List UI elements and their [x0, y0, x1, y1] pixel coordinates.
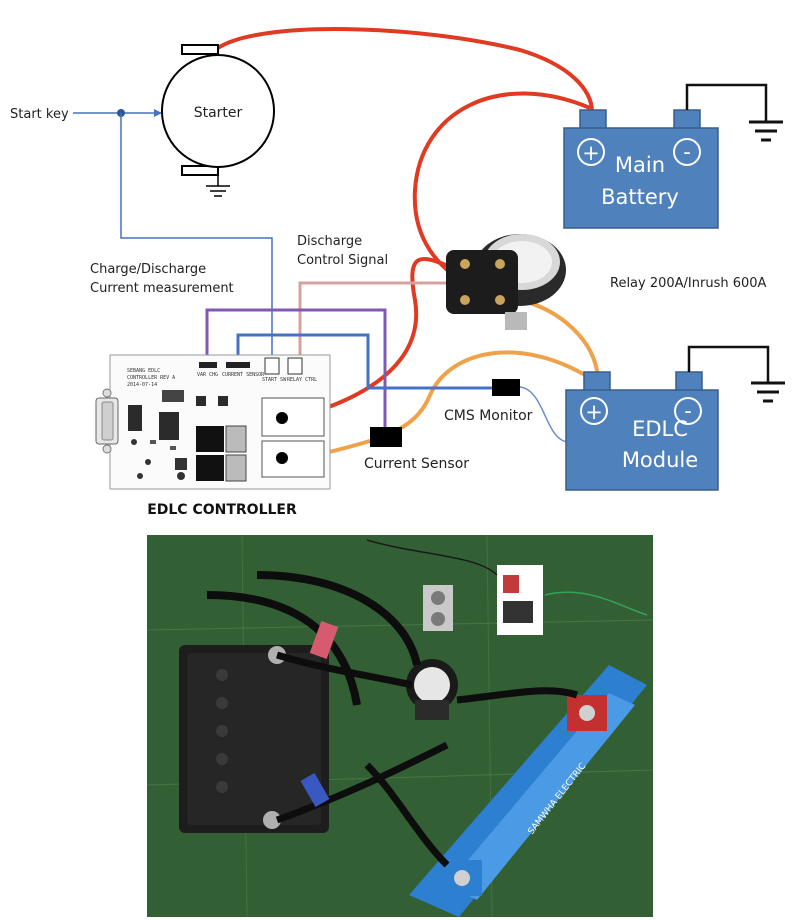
start-key-label: Start key [10, 107, 69, 122]
photo-relay [406, 659, 458, 720]
current-sensor-block [370, 427, 402, 447]
main-battery-label-2: Battery [601, 185, 679, 209]
current-sensor-label: Current Sensor [364, 456, 469, 472]
wire-start-key-to-controller [120, 113, 273, 363]
main-battery [563, 83, 783, 229]
relay-icon [446, 234, 566, 330]
wire-cms-monitor [236, 333, 492, 390]
pcb-header-3: START SW [262, 377, 287, 383]
discharge-label-1: Discharge [297, 234, 362, 249]
pcb-line-3: 2014-07-14 [127, 382, 157, 388]
wire-charge-measurement [205, 308, 387, 428]
wire-orange-edlc-to-controller [282, 350, 592, 460]
pcb-line-2: CONTROLLER REV A [127, 375, 175, 381]
pcb-header-4: RELAY CTRL [287, 377, 317, 383]
pcb-header-2: CURRENT SENSOR [222, 372, 265, 378]
wire-red-starter-to-battery [216, 27, 594, 113]
main-battery-label-1: Main [615, 153, 665, 177]
controller-label: EDLC CONTROLLER [147, 502, 297, 518]
photo-car-battery [179, 645, 329, 833]
cms-monitor-block [492, 379, 520, 396]
edlc-label-1: EDLC [632, 417, 688, 441]
wiring-diagram: Starter Start key + - Main Battery + - E… [10, 27, 785, 518]
cms-monitor-label: CMS Monitor [444, 408, 533, 424]
wire-orange-relay-to-edlc [519, 298, 600, 379]
main-battery-minus: - [683, 140, 691, 164]
edlc-controller-board: SEBANG EDLC CONTROLLER REV A 2014-07-14 … [95, 354, 331, 490]
edlc-plus: + [585, 400, 603, 424]
pcb-header-1: VAR CHG [197, 372, 218, 378]
photo-edlc-module: SAMWHA ELECTRIC [409, 665, 647, 917]
wire-cms-to-edlc [519, 386, 569, 443]
edlc-label-2: Module [622, 448, 698, 472]
relay-label: Relay 200A/Inrush 600A [610, 276, 767, 291]
edlc-minus: - [684, 399, 692, 423]
starter-motor [161, 44, 275, 197]
charge-label-2: Current measurement [90, 281, 234, 296]
discharge-label-2: Control Signal [297, 253, 388, 268]
main-battery-plus: + [582, 141, 600, 165]
hardware-photo: SAMWHA ELECTRIC [147, 535, 653, 917]
charge-label-1: Charge/Discharge [90, 262, 206, 277]
pcb-line-1: SEBANG EDLC [127, 368, 160, 374]
edlc-module [565, 345, 785, 491]
starter-label: Starter [194, 105, 243, 121]
